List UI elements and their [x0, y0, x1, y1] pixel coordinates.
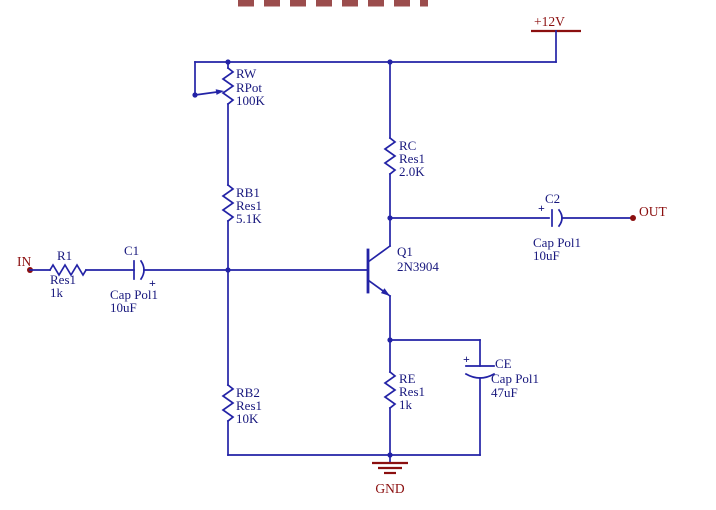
rb1-value: 5.1K	[236, 211, 262, 226]
q1-ref: Q1	[397, 244, 413, 259]
potentiometer-rw: RW RPot 100K	[192, 61, 266, 108]
q1-emitter-arrowhead-icon	[380, 288, 390, 296]
rc-value: 2.0K	[399, 164, 425, 179]
q1-model: 2N3904	[397, 259, 439, 274]
rc-ref: RC	[399, 138, 416, 153]
rb1-model: Res1	[236, 198, 262, 213]
resistor-rb2: RB2 Res1 10K	[221, 383, 262, 426]
rc-zigzag-icon	[383, 136, 397, 176]
pot-model: RPot	[236, 80, 262, 95]
re-model: Res1	[399, 384, 425, 399]
rc-model: Res1	[399, 151, 425, 166]
r1-value: 1k	[50, 285, 64, 300]
rb2-zigzag-icon	[221, 383, 235, 423]
r1-ref: R1	[57, 248, 72, 263]
wiper-arrowhead-icon	[215, 89, 224, 95]
wiper-arrow-line	[194, 91, 218, 96]
rb1-ref: RB1	[236, 185, 260, 200]
ce-model: Cap Pol1	[491, 371, 539, 386]
c1-value: 10uF	[110, 300, 137, 315]
output-port: OUT	[630, 204, 667, 221]
rb2-model: Res1	[236, 398, 262, 413]
ce-value: 47uF	[491, 385, 518, 400]
c2-plus-sign: +	[538, 201, 545, 215]
c2-value: 10uF	[533, 248, 560, 263]
c2-ref: C2	[545, 191, 560, 206]
transistor-q1: Q1 2N3904	[366, 244, 439, 298]
out-label: OUT	[639, 204, 667, 219]
r1-zigzag-icon	[48, 263, 88, 277]
pot-zigzag-icon	[221, 66, 235, 106]
r1-model: Res1	[50, 272, 76, 287]
resistor-rc: RC Res1 2.0K	[383, 136, 425, 179]
resistor-r1: R1 Res1 1k	[48, 248, 88, 300]
q1-collector-lead	[366, 244, 392, 264]
capacitor-ce: + CE Cap Pol1 47uF	[463, 339, 539, 456]
rb2-value: 10K	[236, 411, 259, 426]
junction-dot-pot-top	[225, 59, 231, 65]
re-ref: RE	[399, 371, 416, 386]
gnd-symbol: GND	[372, 454, 408, 496]
c1-model: Cap Pol1	[110, 287, 158, 302]
ce-plus-sign: +	[463, 352, 470, 366]
c1-ref: C1	[124, 243, 139, 258]
rb2-ref: RB2	[236, 385, 260, 400]
pot-value: 100K	[236, 93, 266, 108]
input-port: IN	[17, 254, 33, 273]
pot-ref: RW	[236, 66, 257, 81]
out-terminal-dot	[630, 215, 636, 221]
re-value: 1k	[399, 397, 413, 412]
capacitor-c2: + C2 Cap Pol1 10uF	[533, 191, 581, 263]
in-label: IN	[17, 254, 31, 269]
c2-model: Cap Pol1	[533, 235, 581, 250]
resistor-rb1: RB1 Res1 5.1K	[221, 183, 262, 226]
capacitor-c1: + C1 Cap Pol1 10uF	[110, 243, 158, 315]
vcc-label: +12V	[534, 14, 565, 29]
junction-dot-rc-top	[387, 59, 393, 65]
re-zigzag-icon	[383, 370, 397, 410]
rb1-zigzag-icon	[221, 183, 235, 223]
vcc-power-port: +12V	[531, 14, 581, 63]
gnd-label: GND	[375, 481, 404, 496]
resistor-re: RE Res1 1k	[383, 339, 425, 412]
ce-ref: CE	[495, 356, 512, 371]
c1-plus-sign: +	[149, 276, 156, 290]
